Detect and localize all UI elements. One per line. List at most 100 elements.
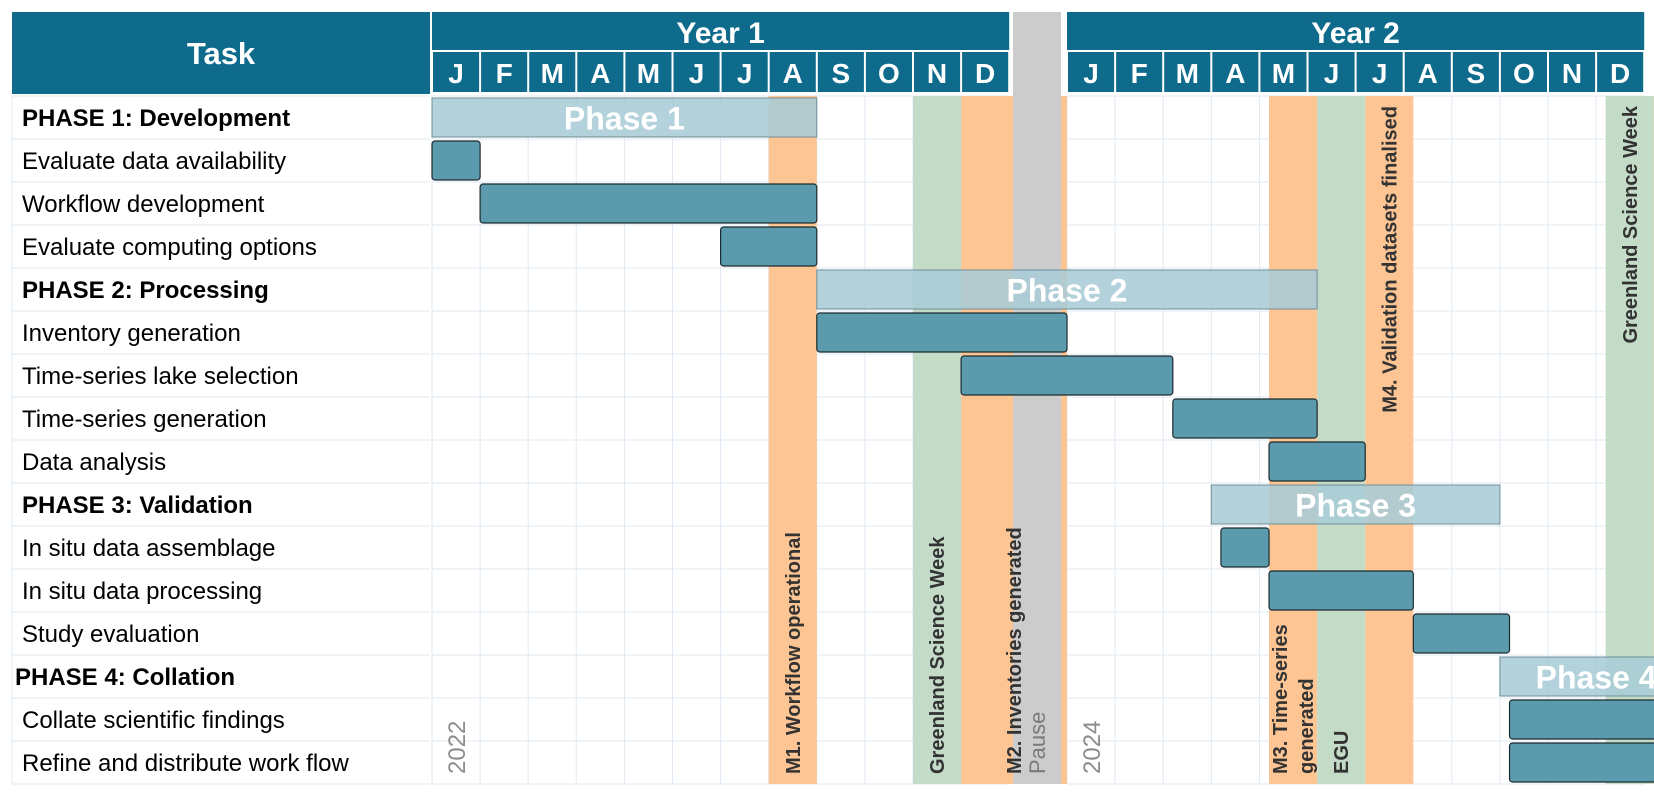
band-label: generated bbox=[1296, 678, 1318, 774]
year-header-cell bbox=[1067, 12, 1645, 50]
band-label: M2. Inventories generated bbox=[1004, 527, 1026, 774]
task-bar bbox=[1508, 699, 1654, 740]
month-header-label: A bbox=[1225, 58, 1245, 89]
phase-bar bbox=[816, 269, 1318, 310]
phase-row-label: PHASE 4: Collation bbox=[15, 664, 235, 691]
year-header-cell bbox=[432, 12, 1010, 50]
year-side-label: 2024 bbox=[1079, 721, 1106, 774]
month-header-cell bbox=[529, 52, 576, 92]
month-header-label: M bbox=[637, 58, 660, 89]
task-row-label: Time-series generation bbox=[22, 406, 267, 433]
month-header-cell bbox=[1452, 52, 1499, 92]
month-header-cell bbox=[1356, 52, 1403, 92]
month-header-cell bbox=[1164, 52, 1211, 92]
month-header-label: F bbox=[496, 58, 513, 89]
year-side-label: 2022 bbox=[444, 721, 471, 774]
task-bar bbox=[1268, 570, 1414, 611]
event-band bbox=[913, 96, 962, 784]
month-header-cell bbox=[721, 52, 768, 92]
phase-row-label: PHASE 2: Processing bbox=[22, 277, 269, 304]
month-header-cell bbox=[1308, 52, 1355, 92]
band-label: M3. Time-series bbox=[1270, 624, 1292, 774]
task-row-label: In situ data assemblage bbox=[22, 535, 276, 562]
task-bar bbox=[960, 355, 1174, 396]
task-row-label: Collate scientific findings bbox=[22, 707, 285, 734]
month-header-cell bbox=[577, 52, 624, 92]
month-header-label: J bbox=[1083, 58, 1099, 89]
task-bar bbox=[1412, 613, 1511, 654]
month-header-cell bbox=[1068, 52, 1115, 92]
task-bar bbox=[1268, 441, 1366, 482]
task-bar bbox=[816, 312, 1068, 353]
milestone-band bbox=[1269, 96, 1318, 784]
month-header-cell bbox=[1212, 52, 1259, 92]
task-header-label: Task bbox=[187, 36, 256, 71]
band-label: EGU bbox=[1331, 731, 1353, 774]
phase-bar bbox=[1210, 484, 1501, 525]
phase-bar-label: Phase 2 bbox=[1006, 273, 1127, 309]
month-header-label: D bbox=[1610, 58, 1630, 89]
month-header-label: J bbox=[689, 58, 705, 89]
month-header-label: J bbox=[1372, 58, 1388, 89]
phase-row-label: PHASE 1: Development bbox=[22, 105, 290, 132]
task-row-label: Refine and distribute work flow bbox=[22, 750, 349, 777]
task-header-cell bbox=[12, 12, 430, 94]
month-header-label: A bbox=[1418, 58, 1438, 89]
month-header-label: O bbox=[878, 58, 900, 89]
task-bar bbox=[1220, 527, 1270, 568]
pause-column bbox=[1013, 12, 1061, 784]
month-header-label: J bbox=[1324, 58, 1340, 89]
vertical-labels-layer: M1. Workflow operational Greenland Scienc… bbox=[444, 105, 1642, 774]
month-header-label: N bbox=[1562, 58, 1582, 89]
task-bar bbox=[719, 226, 818, 267]
month-header-label: S bbox=[832, 58, 851, 89]
month-header-cell bbox=[433, 52, 480, 92]
milestone-bands-layer bbox=[768, 12, 1654, 784]
month-header-label: S bbox=[1467, 58, 1486, 89]
phase-row-label: PHASE 3: Validation bbox=[22, 492, 253, 519]
month-header-label: F bbox=[1131, 58, 1148, 89]
month-header-label: M bbox=[541, 58, 564, 89]
task-row-label: Evaluate computing options bbox=[22, 234, 317, 261]
month-header-label: D bbox=[975, 58, 995, 89]
month-header-label: M bbox=[1176, 58, 1199, 89]
band-label: Greenland Science Week bbox=[1620, 105, 1642, 343]
month-header-cell bbox=[817, 52, 864, 92]
task-row-label: Evaluate data availability bbox=[22, 148, 286, 175]
month-header-label: O bbox=[1513, 58, 1535, 89]
month-header-cell bbox=[673, 52, 720, 92]
month-header-cell bbox=[481, 52, 528, 92]
band-label: M1. Workflow operational bbox=[783, 532, 805, 774]
month-header-cell bbox=[769, 52, 816, 92]
task-row-label: In situ data processing bbox=[22, 578, 262, 605]
phase-bar bbox=[431, 97, 818, 138]
year-header-label: Year 2 bbox=[1311, 17, 1399, 50]
task-row-label: Workflow development bbox=[22, 191, 265, 218]
month-header-label: J bbox=[448, 58, 464, 89]
band-label: Greenland Science Week bbox=[927, 536, 949, 774]
month-header-cell bbox=[914, 52, 961, 92]
month-header-cell bbox=[865, 52, 912, 92]
month-header-cell bbox=[962, 52, 1009, 92]
event-band bbox=[1317, 96, 1366, 784]
band-label: M4. Validation datasets finalised bbox=[1379, 106, 1401, 413]
month-header-label: J bbox=[737, 58, 753, 89]
milestone-band bbox=[1365, 96, 1414, 784]
task-row-label: Time-series lake selection bbox=[22, 363, 299, 390]
task-bar bbox=[1508, 742, 1654, 783]
month-header-cell bbox=[1116, 52, 1163, 92]
month-header-label: A bbox=[590, 58, 610, 89]
month-header-cell bbox=[625, 52, 672, 92]
month-header-cell bbox=[1404, 52, 1451, 92]
month-header-label: A bbox=[783, 58, 803, 89]
phase-bar-label: Phase 4 bbox=[1536, 660, 1654, 696]
task-row-label: Data analysis bbox=[22, 449, 166, 476]
year-header-label: Year 1 bbox=[676, 17, 764, 50]
month-header-cell bbox=[1549, 52, 1596, 92]
task-bar bbox=[431, 140, 481, 181]
task-bar bbox=[1172, 398, 1318, 439]
